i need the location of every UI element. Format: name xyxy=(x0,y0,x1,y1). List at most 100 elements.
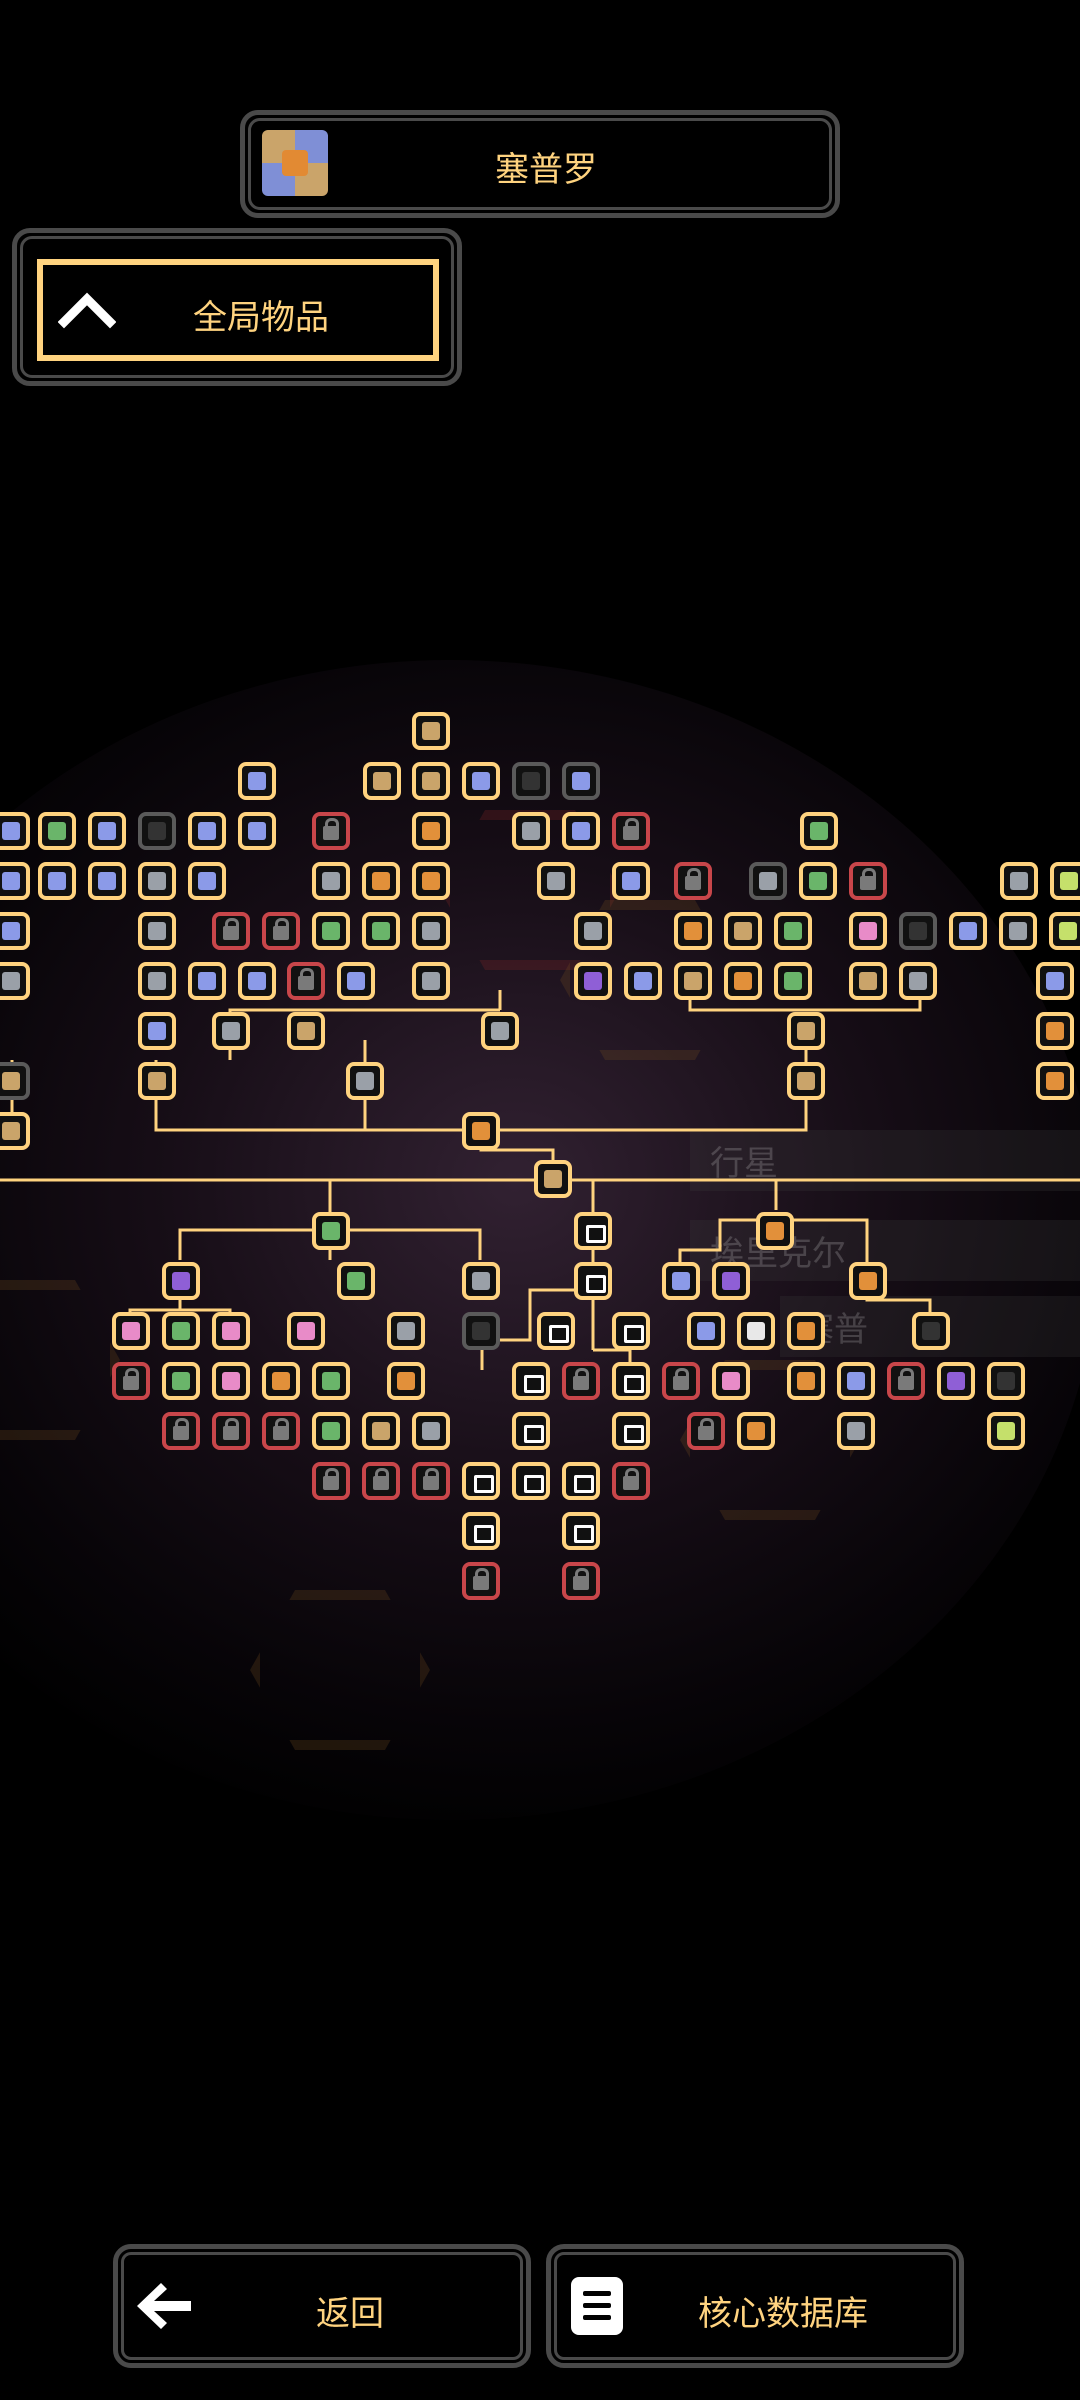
tech-node[interactable] xyxy=(238,812,276,850)
tech-node[interactable] xyxy=(574,962,612,1000)
tech-node[interactable] xyxy=(574,912,612,950)
tech-node[interactable] xyxy=(337,1262,375,1300)
unit-node[interactable] xyxy=(162,1362,200,1400)
sector-node[interactable] xyxy=(462,1462,500,1500)
tech-node[interactable] xyxy=(462,1312,500,1350)
locked-tech-node[interactable] xyxy=(212,1412,250,1450)
resource-node[interactable] xyxy=(737,1412,775,1450)
locked-tech-node[interactable] xyxy=(687,1412,725,1450)
tech-node[interactable] xyxy=(0,812,30,850)
tech-node[interactable] xyxy=(899,912,937,950)
sector-node[interactable] xyxy=(462,1512,500,1550)
locked-tech-node[interactable] xyxy=(612,812,650,850)
locked-tech-node[interactable] xyxy=(262,1412,300,1450)
sector-node[interactable] xyxy=(612,1412,650,1450)
resource-node[interactable] xyxy=(712,1362,750,1400)
tech-node[interactable] xyxy=(0,1112,30,1150)
unit-node[interactable] xyxy=(162,1312,200,1350)
unit-node[interactable] xyxy=(312,1362,350,1400)
tech-node[interactable] xyxy=(138,962,176,1000)
tech-node[interactable] xyxy=(337,962,375,1000)
resource-node[interactable] xyxy=(787,1362,825,1400)
unit-node[interactable] xyxy=(362,1412,400,1450)
tech-node[interactable] xyxy=(674,962,712,1000)
tech-node[interactable] xyxy=(674,912,712,950)
tech-node[interactable] xyxy=(612,862,650,900)
locked-tech-node[interactable] xyxy=(262,912,300,950)
locked-tech-node[interactable] xyxy=(162,1412,200,1450)
tech-node[interactable] xyxy=(749,862,787,900)
tech-node[interactable] xyxy=(1036,1062,1074,1100)
tech-node[interactable] xyxy=(462,1112,500,1150)
tech-node[interactable] xyxy=(562,762,600,800)
resource-node[interactable] xyxy=(987,1362,1025,1400)
locked-tech-node[interactable] xyxy=(662,1362,700,1400)
sector-node[interactable] xyxy=(537,1312,575,1350)
tech-node[interactable] xyxy=(138,912,176,950)
locked-tech-node[interactable] xyxy=(312,1462,350,1500)
tech-node[interactable] xyxy=(512,762,550,800)
tech-node[interactable] xyxy=(462,1262,500,1300)
tech-node[interactable] xyxy=(1036,962,1074,1000)
sector-node[interactable] xyxy=(562,1512,600,1550)
sector-node[interactable] xyxy=(512,1412,550,1450)
tech-node[interactable] xyxy=(774,962,812,1000)
tech-node[interactable] xyxy=(999,912,1037,950)
resource-node[interactable] xyxy=(849,1262,887,1300)
unit-node[interactable] xyxy=(387,1362,425,1400)
tech-node[interactable] xyxy=(412,812,450,850)
tech-node[interactable] xyxy=(38,812,76,850)
tech-node[interactable] xyxy=(38,862,76,900)
tech-node[interactable] xyxy=(0,1062,30,1100)
tech-node[interactable] xyxy=(787,1012,825,1050)
locked-tech-node[interactable] xyxy=(412,1462,450,1500)
resource-node[interactable] xyxy=(912,1312,950,1350)
locked-tech-node[interactable] xyxy=(562,1362,600,1400)
resource-node[interactable] xyxy=(756,1212,794,1250)
tech-node[interactable] xyxy=(849,912,887,950)
locked-tech-node[interactable] xyxy=(849,862,887,900)
resource-node[interactable] xyxy=(737,1312,775,1350)
resource-node[interactable] xyxy=(787,1312,825,1350)
locked-tech-node[interactable] xyxy=(562,1562,600,1600)
tech-node[interactable] xyxy=(0,912,30,950)
tech-node[interactable] xyxy=(412,862,450,900)
tech-node[interactable] xyxy=(188,862,226,900)
tech-node[interactable] xyxy=(188,962,226,1000)
locked-tech-node[interactable] xyxy=(312,812,350,850)
tech-node[interactable] xyxy=(1000,862,1038,900)
sector-node[interactable] xyxy=(612,1362,650,1400)
tech-node[interactable] xyxy=(412,712,450,750)
tech-node[interactable] xyxy=(849,962,887,1000)
resource-node[interactable] xyxy=(712,1262,750,1300)
tech-node[interactable] xyxy=(562,812,600,850)
tech-node[interactable] xyxy=(724,962,762,1000)
locked-tech-node[interactable] xyxy=(287,962,325,1000)
tech-node[interactable] xyxy=(138,862,176,900)
locked-tech-node[interactable] xyxy=(112,1362,150,1400)
tech-node[interactable] xyxy=(481,1012,519,1050)
tech-node[interactable] xyxy=(412,962,450,1000)
resource-node[interactable] xyxy=(687,1312,725,1350)
resource-node[interactable] xyxy=(987,1412,1025,1450)
sector-node[interactable] xyxy=(574,1262,612,1300)
tech-node[interactable] xyxy=(462,762,500,800)
tech-node[interactable] xyxy=(88,812,126,850)
tech-node[interactable] xyxy=(949,912,987,950)
tech-node[interactable] xyxy=(287,1012,325,1050)
sector-node[interactable] xyxy=(562,1462,600,1500)
tech-node[interactable] xyxy=(1049,912,1080,950)
locked-tech-node[interactable] xyxy=(612,1462,650,1500)
tech-node[interactable] xyxy=(138,1012,176,1050)
locked-tech-node[interactable] xyxy=(362,1462,400,1500)
tech-node[interactable] xyxy=(800,812,838,850)
tech-node[interactable] xyxy=(412,762,450,800)
tech-node[interactable] xyxy=(312,912,350,950)
tech-node[interactable] xyxy=(724,912,762,950)
tech-node[interactable] xyxy=(238,762,276,800)
tech-node[interactable] xyxy=(238,962,276,1000)
unit-node[interactable] xyxy=(162,1262,200,1300)
tech-node[interactable] xyxy=(624,962,662,1000)
tech-node[interactable] xyxy=(1050,862,1080,900)
locked-tech-node[interactable] xyxy=(887,1362,925,1400)
